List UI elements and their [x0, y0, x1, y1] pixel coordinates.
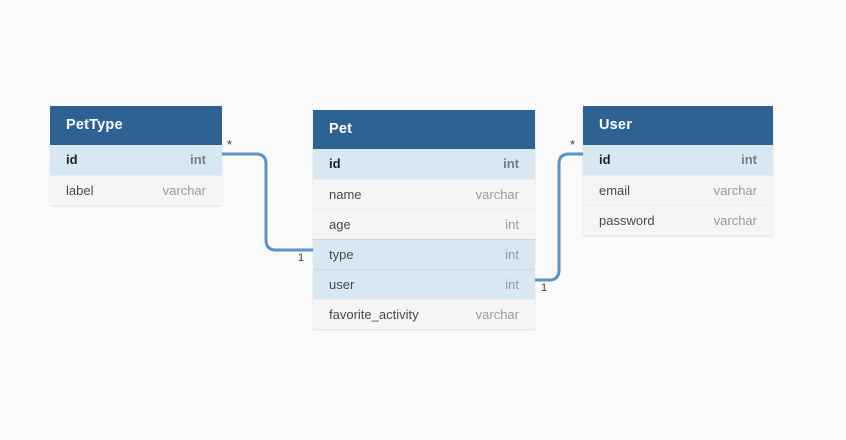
column-row[interactable]: email varchar — [583, 174, 773, 205]
column-name: id — [329, 156, 341, 171]
column-type: varchar — [713, 182, 757, 198]
column-type: int — [505, 246, 519, 262]
column-type: varchar — [162, 182, 206, 198]
entity-title-pet: Pet — [313, 110, 535, 149]
column-name: id — [66, 152, 78, 167]
column-row[interactable]: favorite_activity varchar — [313, 298, 535, 329]
column-name: name — [329, 186, 362, 202]
relationship-line-pettype-pet[interactable] — [220, 152, 315, 252]
column-row[interactable]: type int — [313, 238, 535, 269]
column-type: varchar — [713, 212, 757, 228]
column-name: favorite_activity — [329, 306, 419, 322]
column-row[interactable]: name varchar — [313, 178, 535, 209]
cardinality-label-user-pet-source: * — [570, 137, 576, 152]
column-row[interactable]: id int — [313, 148, 535, 179]
column-name: age — [329, 216, 351, 232]
column-row[interactable]: label varchar — [50, 174, 222, 205]
column-type: int — [741, 152, 757, 167]
cardinality-label-pettype-pet-source: * — [227, 137, 233, 152]
column-name: id — [599, 152, 611, 167]
entity-table-user[interactable]: User id int email varchar password varchar — [583, 106, 773, 235]
cardinality-label-user-pet-target: 1 — [541, 282, 548, 294]
column-name: type — [329, 246, 354, 262]
column-type: varchar — [475, 186, 519, 202]
column-row[interactable]: id int — [50, 144, 222, 175]
column-name: user — [329, 276, 355, 292]
cardinality-label-pettype-pet-target: 1 — [298, 252, 305, 264]
column-type: int — [505, 276, 519, 292]
entity-table-pettype[interactable]: PetType id int label varchar — [50, 106, 222, 205]
column-name: email — [599, 182, 631, 198]
entity-column-list-pet: id int name varchar age int type int user int favo… — [313, 148, 535, 329]
entity-column-list-pettype: id int label varchar — [50, 144, 222, 205]
column-row[interactable]: id int — [583, 144, 773, 175]
entity-table-pet[interactable]: Pet id int name varchar age int type int user int f… — [313, 110, 535, 329]
column-row[interactable]: password varchar — [583, 204, 773, 235]
column-row[interactable]: age int — [313, 208, 535, 239]
entity-column-list-user: id int email varchar password varchar — [583, 144, 773, 235]
column-name: label — [66, 182, 94, 198]
relationship-line-user-pet[interactable] — [533, 152, 585, 282]
column-name: password — [599, 212, 655, 228]
column-row[interactable]: user int — [313, 268, 535, 299]
entity-title-pettype: PetType — [50, 106, 222, 145]
column-type: int — [503, 156, 519, 171]
column-type: varchar — [475, 306, 519, 322]
entity-title-user: User — [583, 106, 773, 145]
column-type: int — [190, 152, 206, 167]
column-type: int — [505, 216, 519, 232]
